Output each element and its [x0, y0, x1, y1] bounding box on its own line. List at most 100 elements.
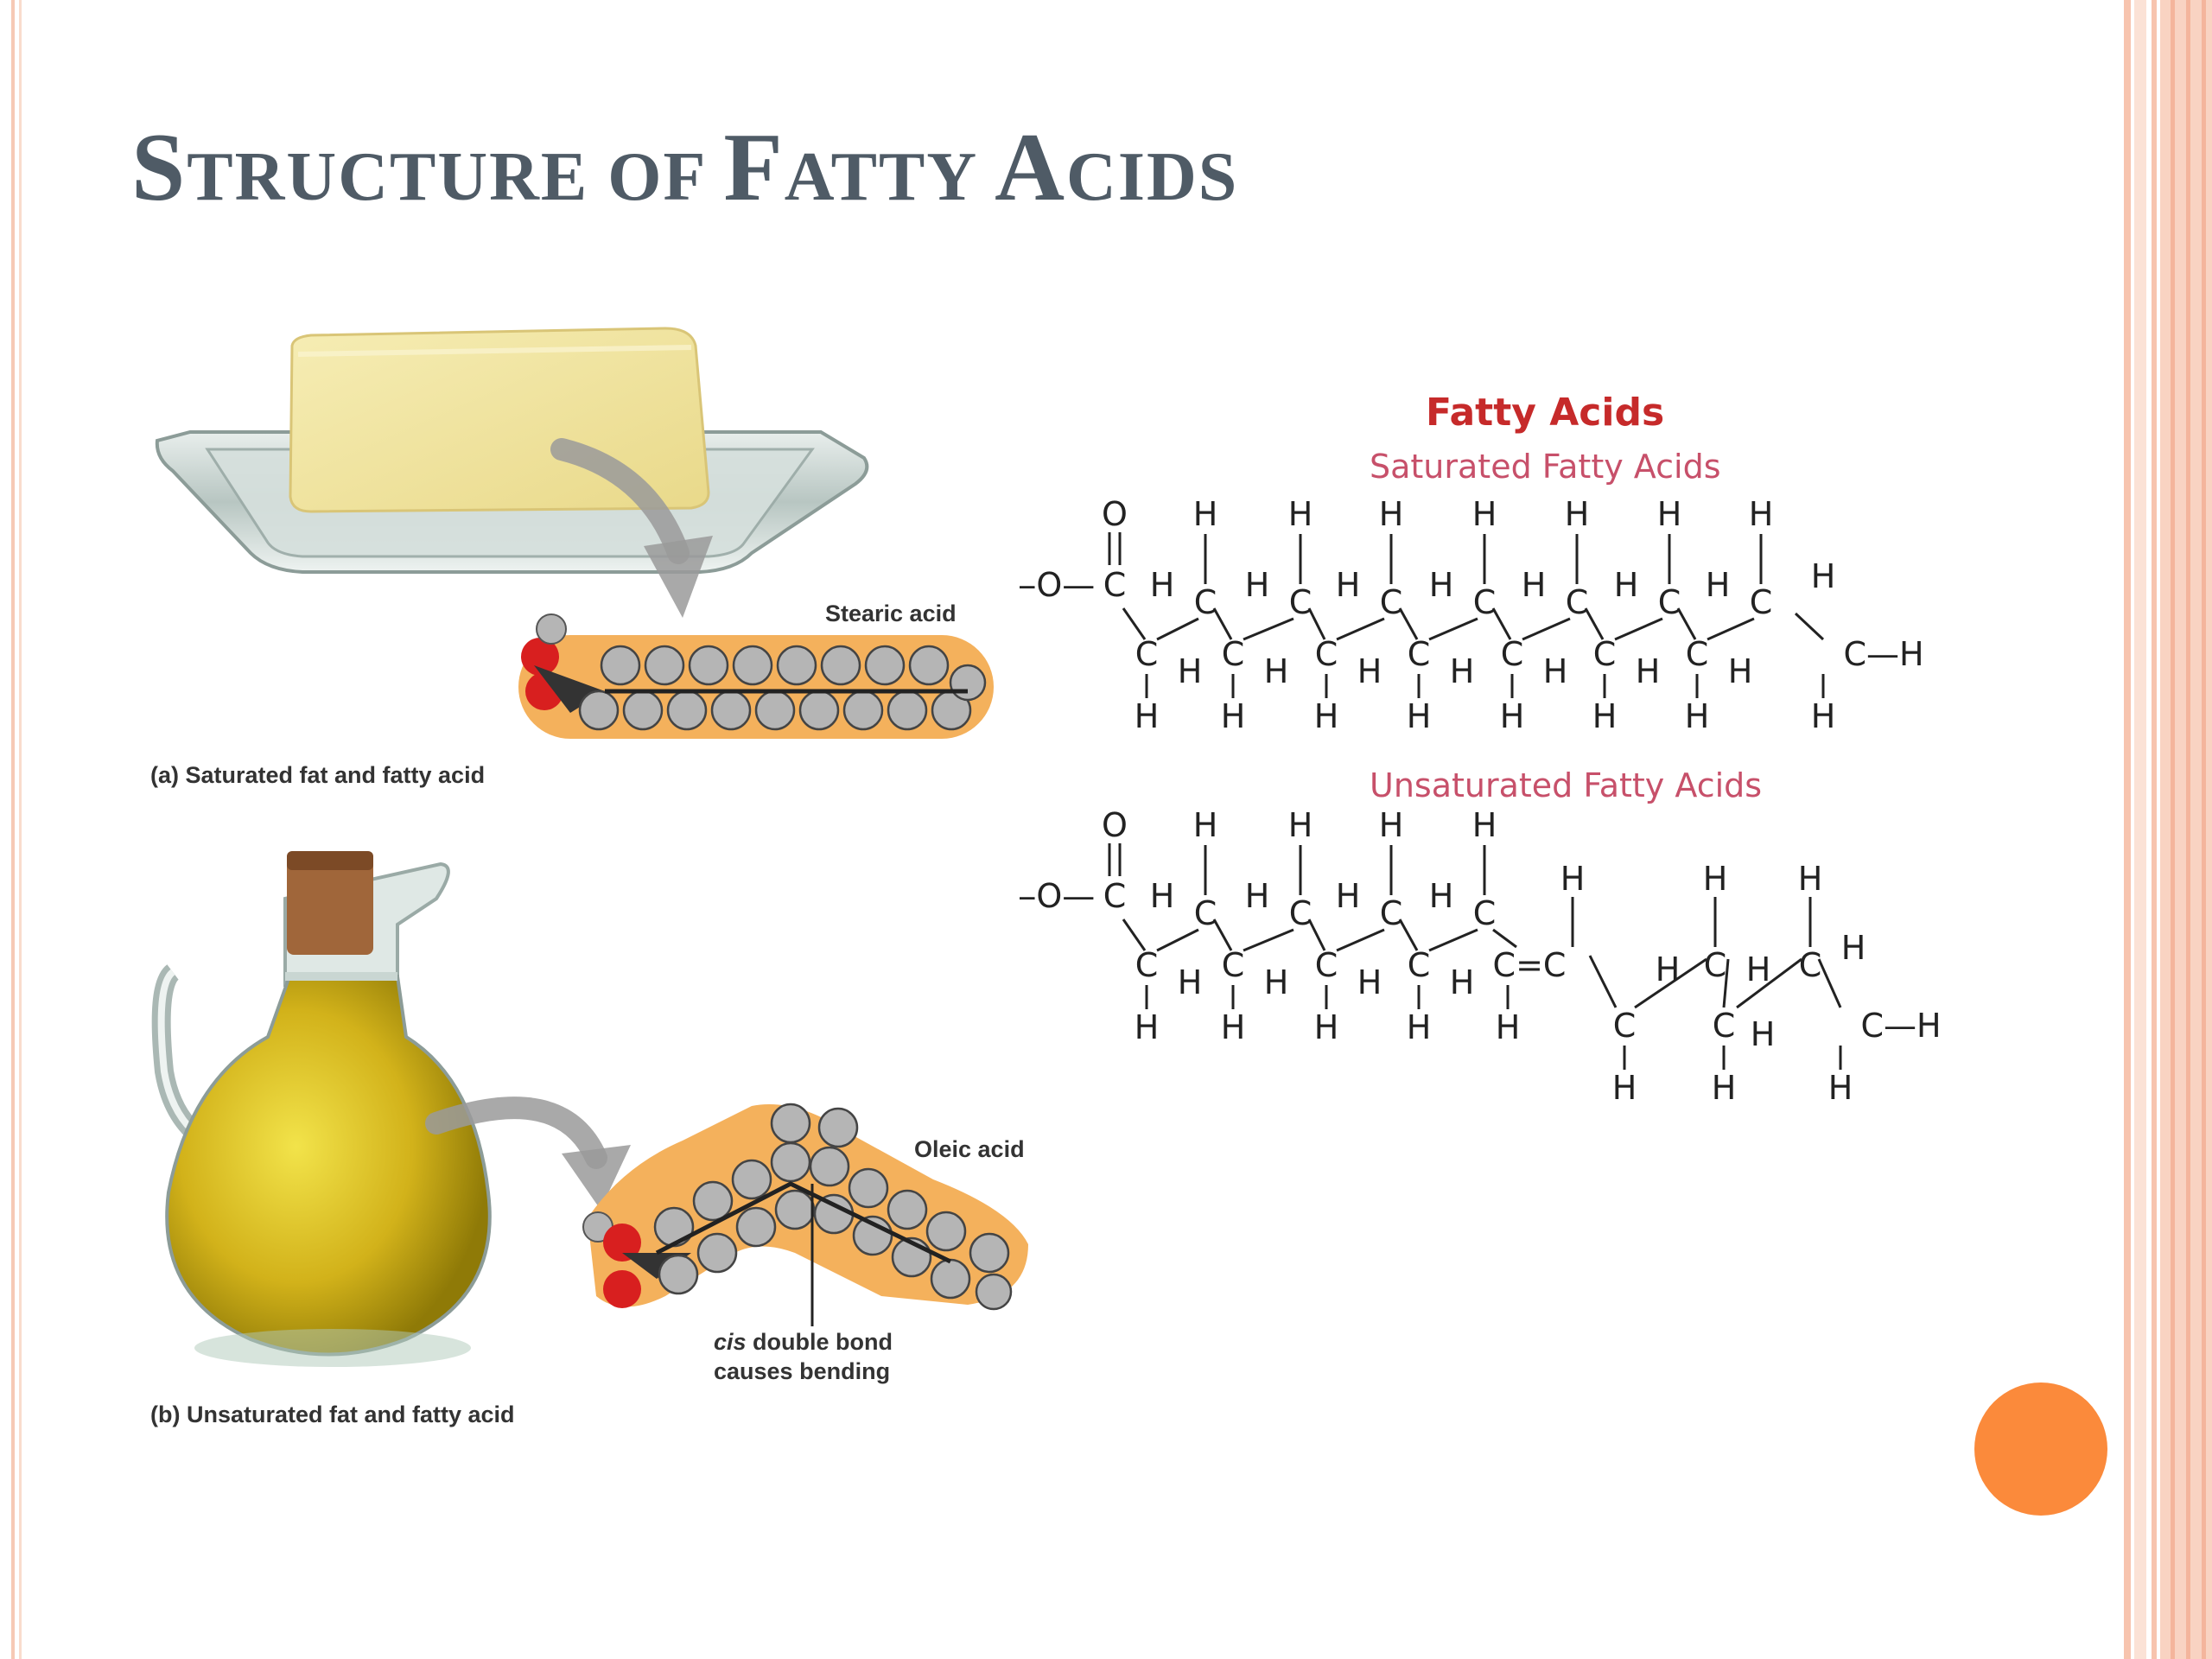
bond-line	[1336, 617, 1385, 641]
head-group: H—O—	[1020, 566, 1095, 604]
carbon-atom: C	[1103, 877, 1127, 915]
hydrogen-atom: H	[1264, 963, 1289, 1001]
bond-line	[1634, 957, 1707, 1009]
hydrogen-atom: H	[1150, 877, 1175, 915]
bond-line	[1491, 607, 1512, 640]
carbon-atom: C	[1315, 946, 1338, 984]
carbon-atom: C	[1222, 946, 1245, 984]
hydrogen-atom: H	[1135, 697, 1160, 735]
oxygen-atom	[603, 1270, 641, 1308]
carbon-atom: C	[1380, 894, 1403, 932]
accent-dot	[1974, 1382, 2107, 1516]
oleic-acid-label: Oleic acid	[914, 1136, 1025, 1162]
carbon-atom: C	[1713, 1007, 1736, 1045]
bond-line	[1522, 617, 1571, 641]
bond-line	[1156, 928, 1199, 952]
title-word: ATTY	[784, 139, 995, 215]
hydrogen-atom: H	[1472, 806, 1497, 844]
carbon-atom: C	[1473, 894, 1497, 932]
bond-line	[1428, 617, 1478, 641]
bond-line	[1722, 958, 1730, 1008]
hydrogen-atom: H	[1656, 950, 1681, 988]
hydrogen-atom: H	[1612, 1069, 1637, 1107]
bond-line	[1492, 928, 1517, 949]
bond-line	[1676, 607, 1697, 640]
hydrogen-atom: H	[1429, 566, 1454, 604]
hydrogen-atom: H	[1565, 495, 1590, 533]
carbon-atom: C	[1501, 635, 1524, 673]
arrow-icon	[425, 1096, 631, 1210]
carbon-atom: C	[1473, 583, 1497, 621]
carbon-atom: C	[1194, 894, 1217, 932]
bond-line	[1817, 958, 1842, 1008]
bond-note-text: double bond	[746, 1329, 893, 1355]
oxygen-atom: O	[1102, 806, 1128, 844]
carbon-atom: C	[1704, 946, 1727, 984]
hydrogen-atom: H	[1543, 652, 1568, 690]
carbon-atom: C	[1408, 946, 1431, 984]
carbon-atom: C	[1289, 583, 1313, 621]
carbon-atom: C	[1799, 946, 1822, 984]
bond-line	[1707, 617, 1755, 641]
hydrogen-atom: H	[1811, 697, 1836, 735]
bond-line	[1736, 957, 1802, 1009]
oleic-acid-model	[582, 1103, 1028, 1326]
hydrogen-atom: H	[1560, 860, 1586, 898]
tail-group: C—H	[1860, 1007, 1941, 1045]
hydrogen-atom: H	[1193, 806, 1218, 844]
title-letter: F	[723, 114, 785, 221]
hydrogen-atom: H	[1429, 877, 1454, 915]
hydrogen-atom: H	[1135, 1008, 1160, 1046]
oxygen-atom	[603, 1224, 641, 1262]
carbon-atom: C	[1658, 583, 1681, 621]
hydrogen-atom: H	[1150, 566, 1175, 604]
bond-line	[1588, 955, 1618, 1008]
hydrogen-atom: H	[1379, 495, 1404, 533]
carbon-atom: C	[1135, 635, 1159, 673]
hydrogen-atom: H	[1178, 652, 1203, 690]
hydrogen-atom: H	[1500, 697, 1525, 735]
title-word: TRUCTURE	[187, 139, 608, 215]
hydrogen-atom: H	[1288, 495, 1313, 533]
hydrogen-atom: H	[1751, 1015, 1776, 1053]
title-word: CIDS	[1066, 139, 1239, 215]
hydrogen-atom: H	[1522, 566, 1547, 604]
hydrogen-atom: H	[1450, 963, 1475, 1001]
fatty-acid-structures: H—O—COCHHCHHCHHCHHCHHCHHCHHCHHCHHCHHCHHC…	[1020, 495, 1942, 1107]
title-word: OF	[607, 139, 724, 215]
hydrogen-atom: H	[1314, 697, 1339, 735]
hydrogen-atom: H	[1264, 652, 1289, 690]
hydrogen-atom: H	[1746, 950, 1771, 988]
hydrogen-atom: H	[1496, 1008, 1521, 1046]
hydrogen-atom: H	[1221, 697, 1246, 735]
hydrogen-atom: H	[1657, 495, 1682, 533]
unsaturated-caption: (b) Unsaturated fat and fatty acid	[150, 1402, 515, 1427]
hydrogen-atom: H	[1706, 566, 1731, 604]
hydrogen-atom: H	[1728, 652, 1753, 690]
hydrogen-atom: H	[1379, 806, 1404, 844]
hydrogen-atom: H	[1314, 1008, 1339, 1046]
butter-dish-image	[155, 327, 869, 574]
hydrogen-atom: H	[1685, 697, 1710, 735]
carbon-atom: C	[1289, 894, 1313, 932]
carbon-atom: C	[1103, 566, 1127, 604]
bond-line	[1614, 617, 1663, 641]
title-letter: S	[131, 114, 188, 221]
double-bond: C=C	[1493, 946, 1567, 984]
carbon-atom: C	[1613, 1007, 1637, 1045]
oxygen-atom: O	[1102, 495, 1128, 533]
hydrogen-atom: H	[1336, 877, 1361, 915]
carbon-atom: C	[1593, 635, 1617, 673]
bond-line	[1212, 918, 1233, 951]
bond-line	[1398, 607, 1419, 640]
hydrogen-atom: H	[1245, 566, 1270, 604]
arrow-icon	[550, 438, 713, 618]
hydrogen-atom: H	[1749, 495, 1774, 533]
carbon-atom: C	[1566, 583, 1589, 621]
bond-line	[1243, 928, 1294, 952]
hydrogen-atom: H	[1841, 929, 1866, 967]
saturated-caption: (a) Saturated fat and fatty acid	[150, 762, 486, 788]
bond-line	[1243, 617, 1294, 641]
carbon-atom: C	[1408, 635, 1431, 673]
slide-title: STRUCTURE OF FATTY ACIDS	[131, 119, 1238, 216]
